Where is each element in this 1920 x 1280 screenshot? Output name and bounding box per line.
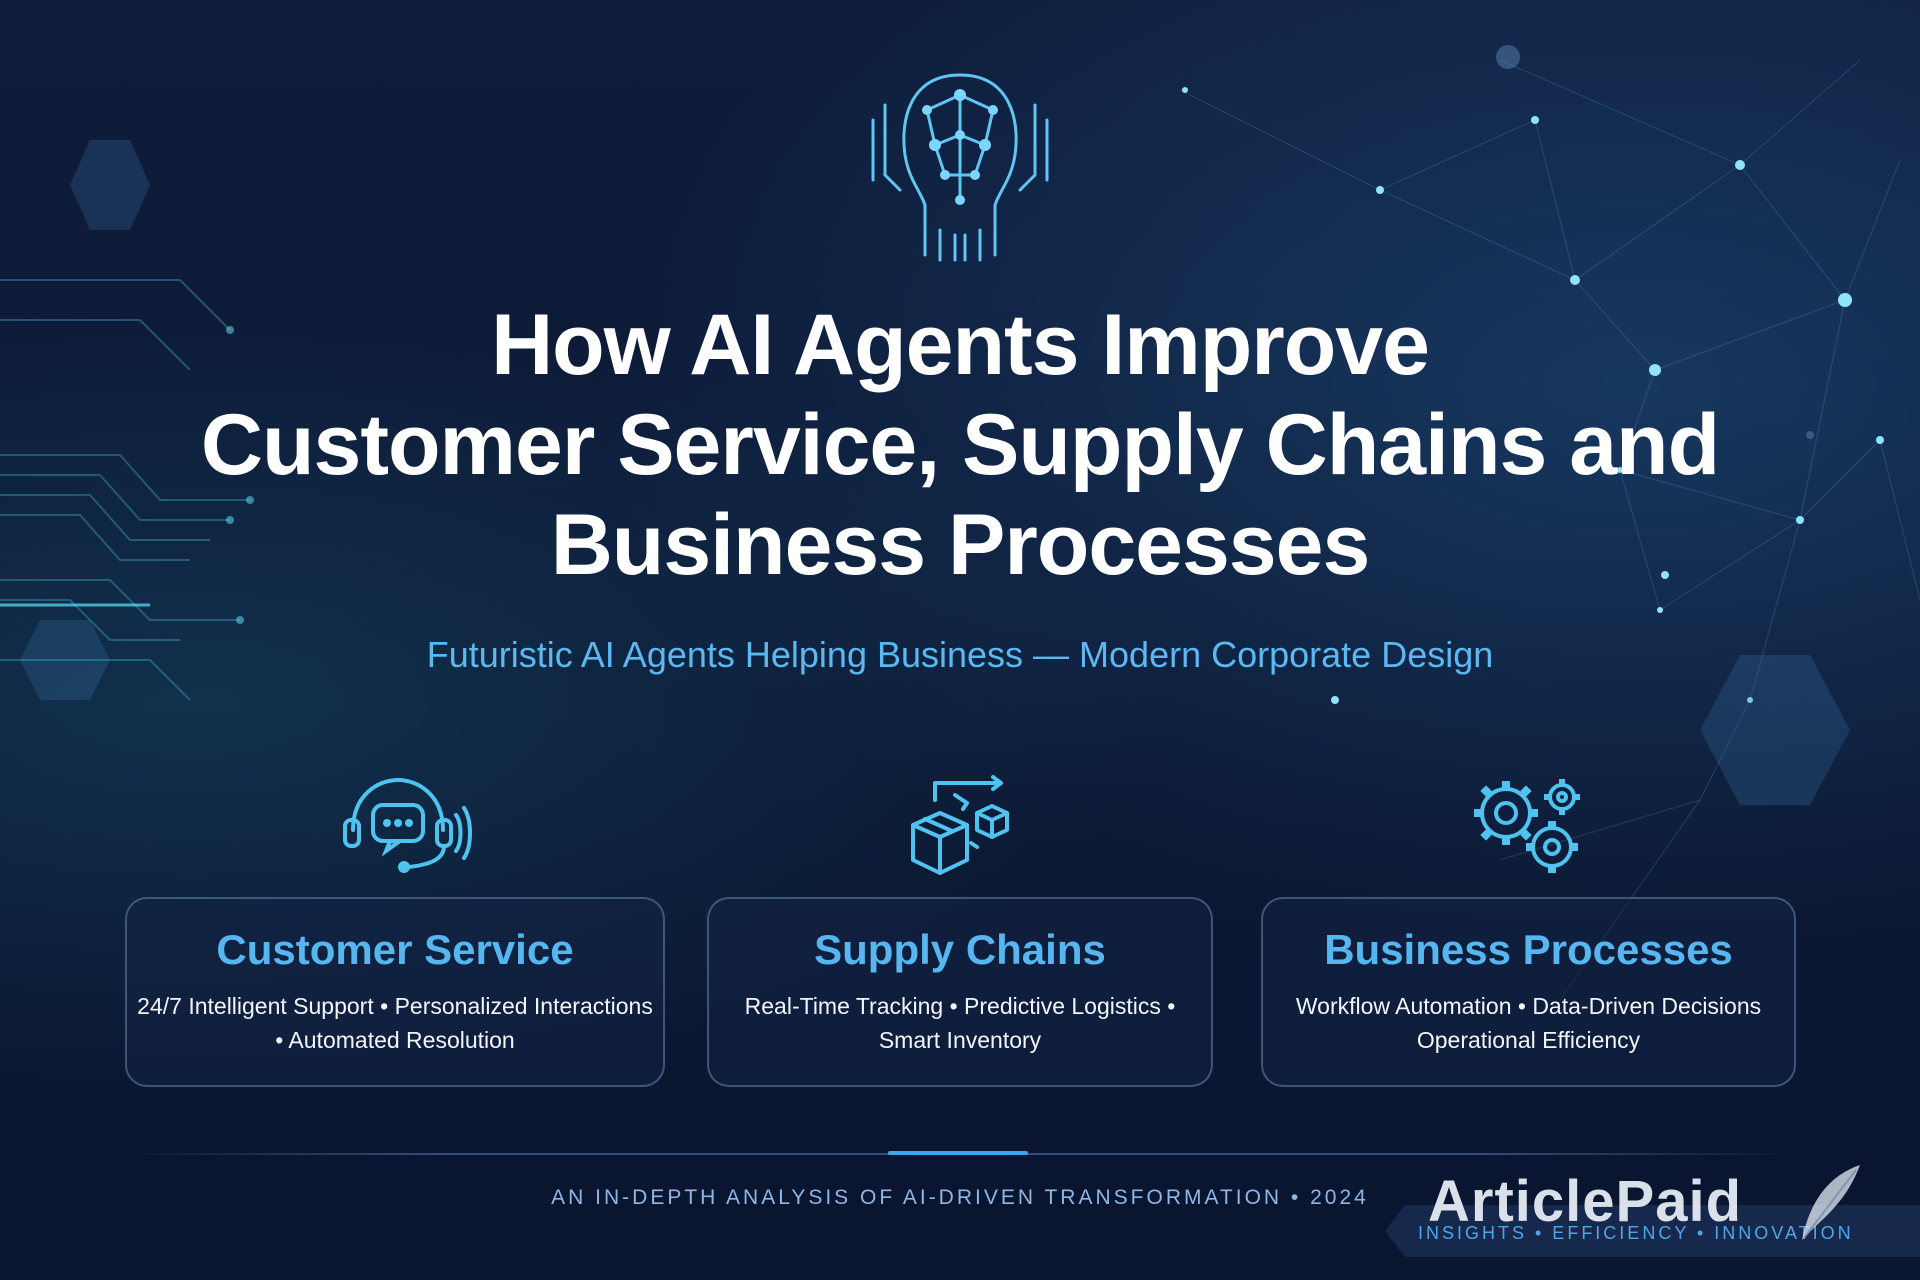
watermark-tagline: INSIGHTS • EFFICIENCY • INNOVATION [1418,1223,1854,1243]
card-line-1: 24/7 Intelligent Support • Personalized … [137,993,653,1019]
card-title: Supply Chains [814,926,1106,973]
watermark-banner [1385,1205,1920,1257]
card-description: 24/7 Intelligent Support • Personalized … [127,989,663,1057]
card-line-1: Workflow Automation • Data-Driven Decisi… [1295,993,1762,1019]
card-title: Customer Service [216,926,574,973]
watermark-logo: ArticlePaid [1428,1169,1742,1234]
card-line-1: Real-Time Tracking • Predictive Logistic… [744,993,1176,1019]
card-line-2: Smart Inventory [878,1027,1042,1053]
card-business-processes: Business Processes Workflow Automation •… [1261,897,1796,1087]
gears-icon [1474,779,1580,873]
footer-divider-accent [888,1151,1028,1155]
title-line-1: How AI Agents Improve [491,297,1430,393]
card-supply-chains: Supply Chains Real-Time Tracking • Predi… [707,897,1213,1087]
title-line-2: Customer Service, Supply Chains and [200,397,1720,493]
title-line-3: Business Processes [550,497,1371,593]
card-line-2: • Automated Resolution [275,1027,515,1053]
card-description: Workflow Automation • Data-Driven Decisi… [1263,989,1794,1057]
card-title: Business Processes [1324,926,1733,973]
footer-tagline: AN IN-DEPTH ANALYSIS OF AI-DRIVEN TRANSF… [551,1186,1369,1209]
card-line-2: Operational Efficiency [1416,1027,1641,1053]
headset-chat-icon [343,777,472,873]
card-customer-service: Customer Service 24/7 Intelligent Suppor… [125,897,665,1087]
package-boxes-icon [911,775,1009,875]
card-description: Real-Time Tracking • Predictive Logistic… [709,989,1211,1057]
feather-quill-icon [1802,1165,1860,1240]
page-title: How AI Agents Improve Customer Service, … [100,295,1820,595]
subtitle: Futuristic AI Agents Helping Business — … [426,634,1494,675]
ai-head-icon [871,73,1049,262]
